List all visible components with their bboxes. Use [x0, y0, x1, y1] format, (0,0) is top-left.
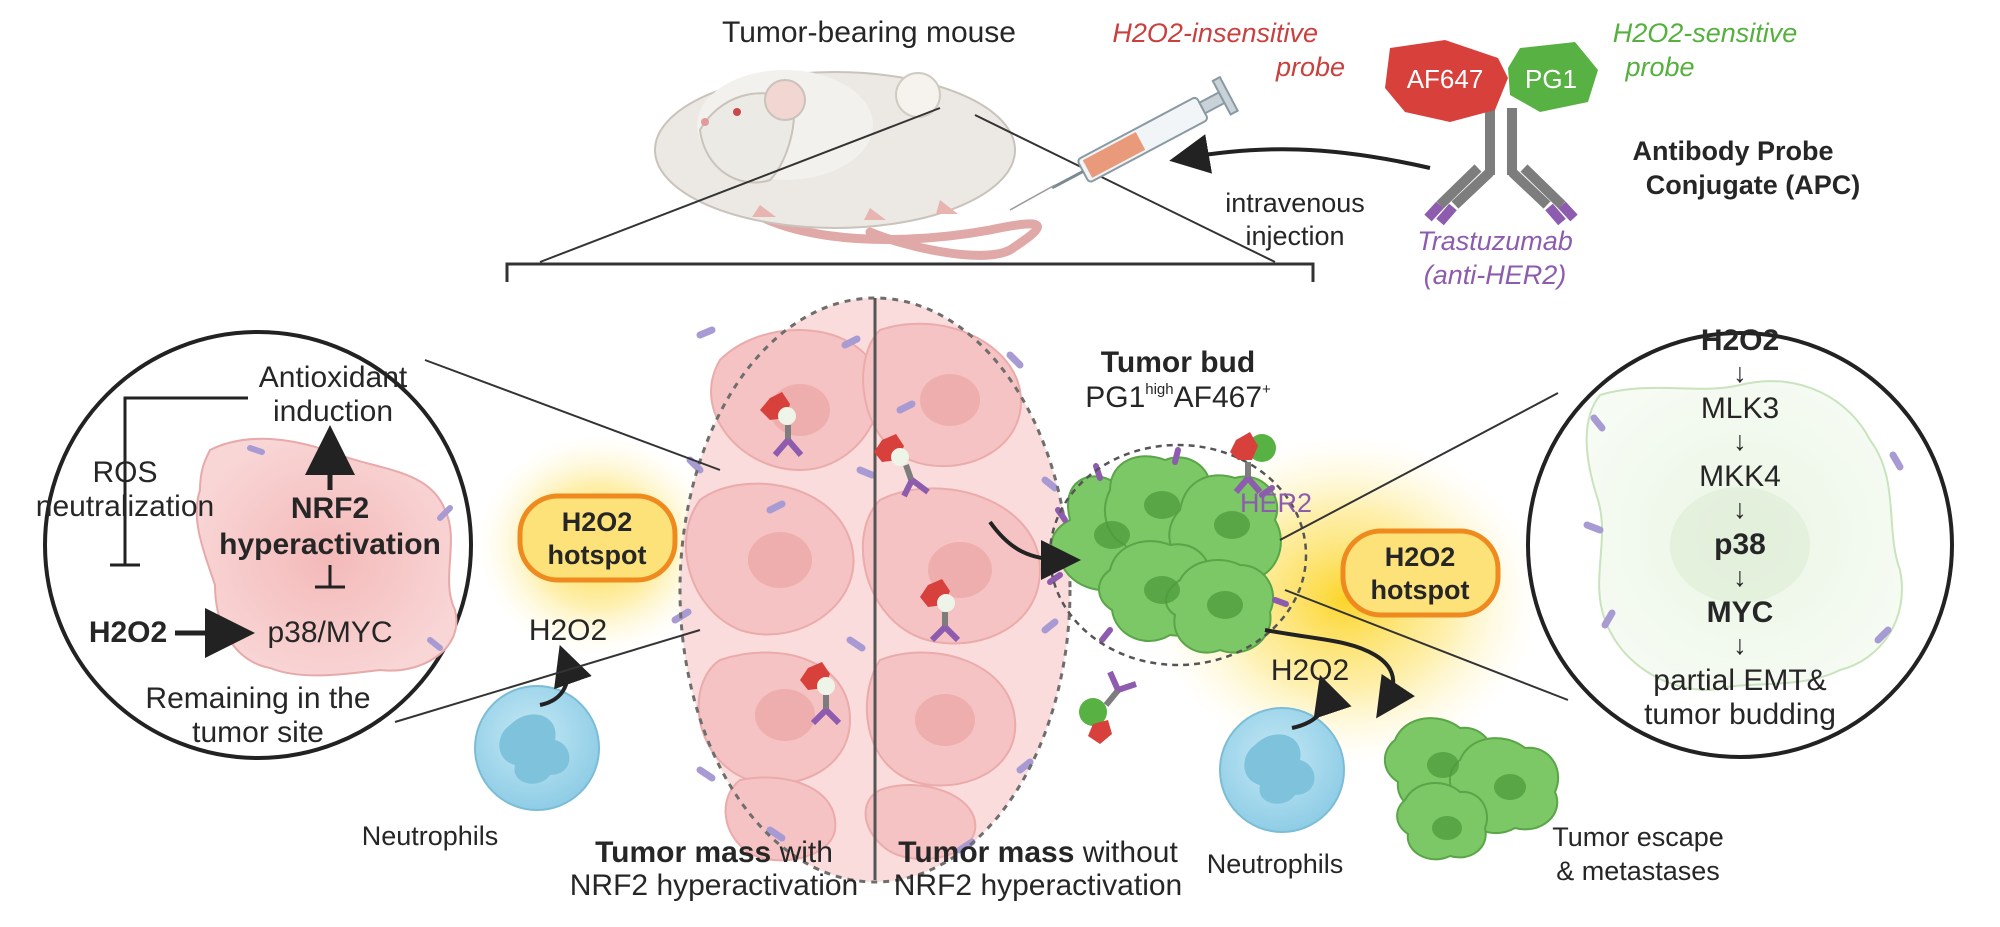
h2o2-right: H2O2	[1271, 654, 1349, 687]
her2-label: HER2	[1240, 488, 1312, 518]
hotspot-badge-right: H2O2 hotspot	[1340, 528, 1501, 618]
neutrophils-right-label: Neutrophils	[1207, 849, 1344, 879]
antibody-name-1: Trastuzumab	[1417, 226, 1573, 256]
tumor-mass-with-label-2: NRF2 hyperactivation	[570, 869, 858, 902]
antibody-icon	[1424, 108, 1578, 226]
needle-line	[1009, 184, 1056, 211]
escape-arrow	[1264, 628, 1415, 719]
remaining-label-2: tumor site	[192, 716, 324, 749]
apc-title-1: Antibody Probe	[1633, 136, 1834, 166]
pathway-arrow-3: ↓	[1733, 494, 1747, 524]
tumor-bud	[1047, 432, 1308, 667]
pg1-probe-icon	[1508, 42, 1598, 112]
tumor-mass-without-label-2: NRF2 hyperactivation	[894, 869, 1182, 902]
neutrophil-right	[1219, 707, 1345, 833]
pathway-step-2: MLK3	[1701, 392, 1779, 425]
sensitive-probe-label-2: probe	[1624, 52, 1694, 82]
neutrophil-left-arrow	[539, 644, 592, 707]
pathway-final-1: partial EMT&	[1653, 664, 1826, 697]
antioxidant-label-1: Antioxidant	[259, 361, 408, 394]
pg1-label: PG1	[1525, 64, 1577, 94]
mouse-label: Tumor-bearing mouse	[722, 16, 1016, 49]
hotspot-left-line2: hotspot	[548, 540, 647, 570]
zoom-line-left	[539, 107, 941, 263]
ros-label-2: neutralization	[36, 490, 214, 523]
apc-title-2: Conjugate (APC)	[1646, 170, 1860, 200]
right-zoom-line-bottom	[1284, 589, 1569, 701]
right-pathway: H2O2 ↓ MLK3 ↓ MKK4 ↓ p38 ↓ MYC ↓ partial…	[1644, 324, 1836, 731]
antibody-name-2: (anti-HER2)	[1424, 260, 1567, 290]
insensitive-probe-label-2: probe	[1275, 52, 1345, 82]
tumor-mass-without-label: Tumor mass without	[898, 836, 1178, 869]
h2o2-left: H2O2	[529, 614, 607, 647]
left-h2o2-label: H2O2	[89, 616, 167, 649]
remaining-label-1: Remaining in the	[145, 682, 370, 715]
apc-markers	[760, 392, 1137, 744]
zoom-line-right	[974, 114, 1276, 263]
pathway-step-3: MKK4	[1699, 460, 1781, 493]
af647-probe-icon	[1385, 40, 1508, 122]
left-zoom-line-bottom	[394, 629, 701, 723]
af647-label: AF647	[1407, 64, 1484, 94]
zoom-bracket	[505, 262, 1315, 282]
escape-label-1: Tumor escape	[1552, 822, 1724, 852]
left-zoom-line-top	[424, 359, 721, 471]
injection-label-1: intravenous	[1225, 188, 1365, 218]
nrf2-label-1: NRF2	[291, 492, 369, 525]
sensitive-probe-label-1: H2O2-sensitive	[1613, 18, 1798, 48]
hotspot-left-line1: H2O2	[562, 507, 633, 537]
left-zoom-circle	[43, 330, 473, 760]
antioxidant-label-2: induction	[273, 395, 393, 428]
escape-label-2: & metastases	[1556, 856, 1720, 886]
pathway-arrow-5: ↓	[1733, 630, 1747, 660]
tumor-bud-title: Tumor bud	[1101, 346, 1255, 379]
nrf2-label-2: hyperactivation	[219, 528, 441, 561]
mouse-illustration	[654, 70, 1042, 260]
right-zoom-line-top	[1279, 392, 1559, 541]
hotspot-badge-left: H2O2 hotspot	[517, 493, 678, 583]
tumor-mass	[671, 296, 1072, 884]
p38myc-label: p38/MYC	[267, 616, 392, 649]
neutrophils-left-label: Neutrophils	[362, 821, 499, 851]
tumor-mass-with-label: Tumor mass with	[595, 836, 833, 869]
hotspot-right-line1: H2O2	[1385, 542, 1456, 572]
pathway-arrow-4: ↓	[1733, 562, 1747, 592]
tumor-bud-phenotype: PG1highAF467+	[1085, 381, 1271, 414]
pathway-step-5: MYC	[1707, 596, 1774, 629]
ros-label-1: ROS	[92, 456, 157, 489]
pathway-arrow-2: ↓	[1733, 426, 1747, 456]
metastases-cells	[1383, 717, 1560, 861]
right-zoom-circle	[1526, 331, 1954, 759]
neutrophil-left	[474, 685, 600, 811]
injection-arrow	[1169, 134, 1431, 174]
insensitive-probe-label-1: H2O2-insensitive	[1112, 18, 1318, 48]
hotspot-right-line2: hotspot	[1371, 575, 1470, 605]
syringe-icon	[1051, 75, 1240, 190]
bud-arrow	[988, 520, 1081, 580]
pathway-step-1: H2O2	[1701, 324, 1779, 357]
pathway-step-4: p38	[1714, 528, 1766, 561]
injection-label-2: injection	[1245, 221, 1344, 251]
neutrophil-right-arrow	[1291, 674, 1352, 730]
pathway-arrow-1: ↓	[1733, 358, 1747, 388]
pathway-final-2: tumor budding	[1644, 698, 1836, 731]
